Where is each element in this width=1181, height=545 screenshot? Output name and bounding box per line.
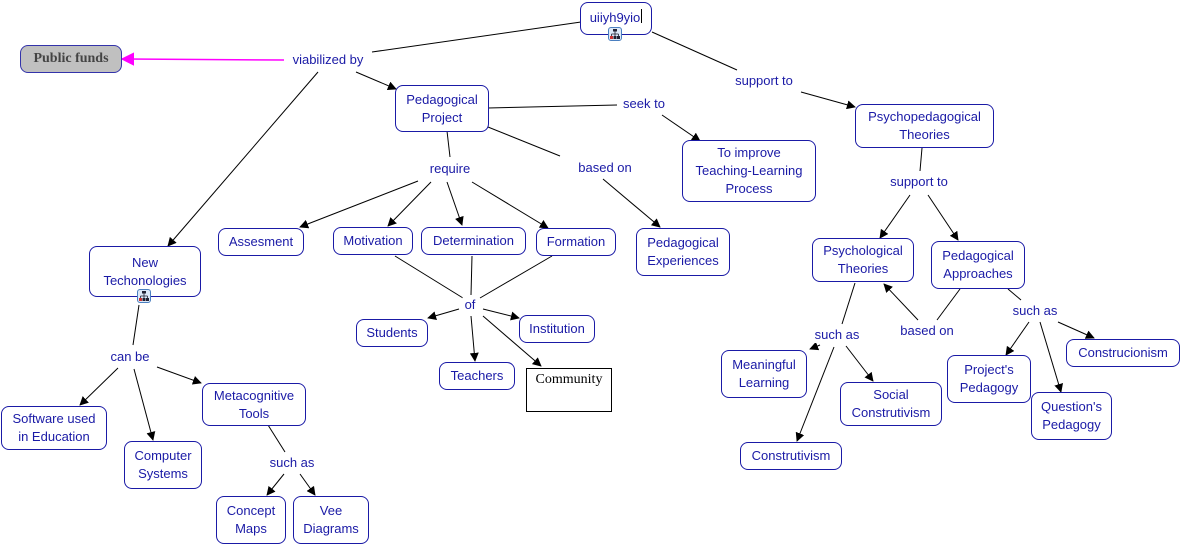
connector [470, 255, 473, 296]
connector [1039, 321, 1063, 393]
concept-vee-diagrams[interactable]: Vee Diagrams [293, 496, 369, 544]
concept-institution[interactable]: Institution [519, 315, 595, 343]
link-require[interactable]: require [427, 161, 473, 177]
connector [167, 71, 319, 247]
concept-to-improve[interactable]: To improve Teaching-Learning Process [682, 140, 816, 202]
concept-questions-pedagogy[interactable]: Question's Pedagogy [1031, 392, 1112, 440]
link-such-as-mid[interactable]: such as [812, 327, 862, 343]
connector [927, 194, 959, 241]
submap-icon[interactable] [608, 27, 622, 41]
concept-public-funds[interactable]: Public funds [20, 45, 122, 73]
connector [1005, 321, 1030, 356]
connector [266, 473, 285, 496]
connector [661, 114, 701, 142]
connector [394, 255, 464, 299]
connector [267, 424, 286, 453]
concept-assesment[interactable]: Assesment [218, 228, 304, 256]
connector-highlight [120, 52, 285, 66]
connector [845, 345, 874, 382]
connector [469, 315, 479, 362]
connector [1057, 321, 1095, 339]
connector [809, 341, 821, 351]
connector [355, 71, 397, 90]
concept-motivation[interactable]: Motivation [333, 227, 413, 255]
connector [651, 31, 738, 71]
concept-meaningful-learning[interactable]: Meaningful Learning [721, 350, 807, 398]
connector [479, 255, 553, 299]
connector [841, 282, 856, 325]
link-of[interactable]: of [462, 297, 478, 313]
concept-root-label[interactable]: uiiyh9yio [589, 10, 641, 25]
concept-community[interactable]: Community [526, 368, 612, 412]
connector [132, 304, 140, 346]
concept-construtivism[interactable]: Construtivism [740, 442, 842, 470]
concept-psychological-theories[interactable]: Psychological Theories [812, 238, 914, 282]
concept-formation[interactable]: Formation [536, 228, 616, 256]
concept-computer-systems[interactable]: Computer Systems [124, 441, 202, 489]
link-based-on-top[interactable]: based on [576, 160, 634, 176]
connector [936, 288, 961, 321]
connector [482, 315, 542, 367]
concept-projects-pedagogy[interactable]: Project's Pedagogy [947, 355, 1031, 403]
connector [299, 473, 316, 496]
submap-icon[interactable] [137, 289, 151, 303]
connector [800, 91, 856, 110]
concept-teachers[interactable]: Teachers [439, 362, 515, 390]
connector [387, 181, 432, 227]
connector [133, 368, 156, 441]
link-viabilized-by[interactable]: viabilized by [290, 52, 366, 68]
connector [299, 180, 419, 229]
link-support-to-top[interactable]: support to [733, 73, 795, 89]
connector [446, 130, 451, 158]
connector [446, 181, 464, 226]
connector [482, 308, 520, 321]
concept-pedagogical-approaches[interactable]: Pedagogical Approaches [931, 241, 1025, 289]
connector [919, 147, 923, 172]
concept-determination[interactable]: Determination [421, 227, 526, 255]
concept-pedagogical-project[interactable]: Pedagogical Project [395, 85, 489, 132]
concept-metacognitive-tools[interactable]: Metacognitive Tools [202, 383, 306, 426]
link-can-be[interactable]: can be [108, 349, 152, 365]
connector [156, 366, 202, 385]
connector [1007, 288, 1022, 301]
connector [883, 283, 919, 321]
concept-construcionism[interactable]: Construcionism [1066, 339, 1180, 367]
link-such-as-left[interactable]: such as [267, 455, 317, 471]
concept-social-construtivism[interactable]: Social Construtivism [840, 382, 942, 426]
connector [427, 308, 460, 321]
connector [795, 346, 835, 442]
connector [371, 21, 582, 53]
text-cursor [641, 9, 643, 23]
connector [879, 194, 911, 239]
concept-students[interactable]: Students [356, 319, 428, 347]
link-based-on-right[interactable]: based on [898, 323, 956, 339]
link-seek-to[interactable]: seek to [621, 96, 667, 112]
connector [487, 104, 618, 109]
concept-psychopedagogical-theories[interactable]: Psychopedagogical Theories [855, 104, 994, 148]
connector [602, 178, 661, 228]
connector [487, 126, 561, 157]
concept-concept-maps[interactable]: Concept Maps [216, 496, 286, 544]
concept-pedagogical-experiences[interactable]: Pedagogical Experiences [636, 228, 730, 276]
link-such-as-right[interactable]: such as [1010, 303, 1060, 319]
link-support-to-right[interactable]: support to [888, 174, 950, 190]
connector [471, 181, 549, 229]
concept-software-used[interactable]: Software used in Education [1, 406, 107, 450]
connector [79, 367, 119, 406]
